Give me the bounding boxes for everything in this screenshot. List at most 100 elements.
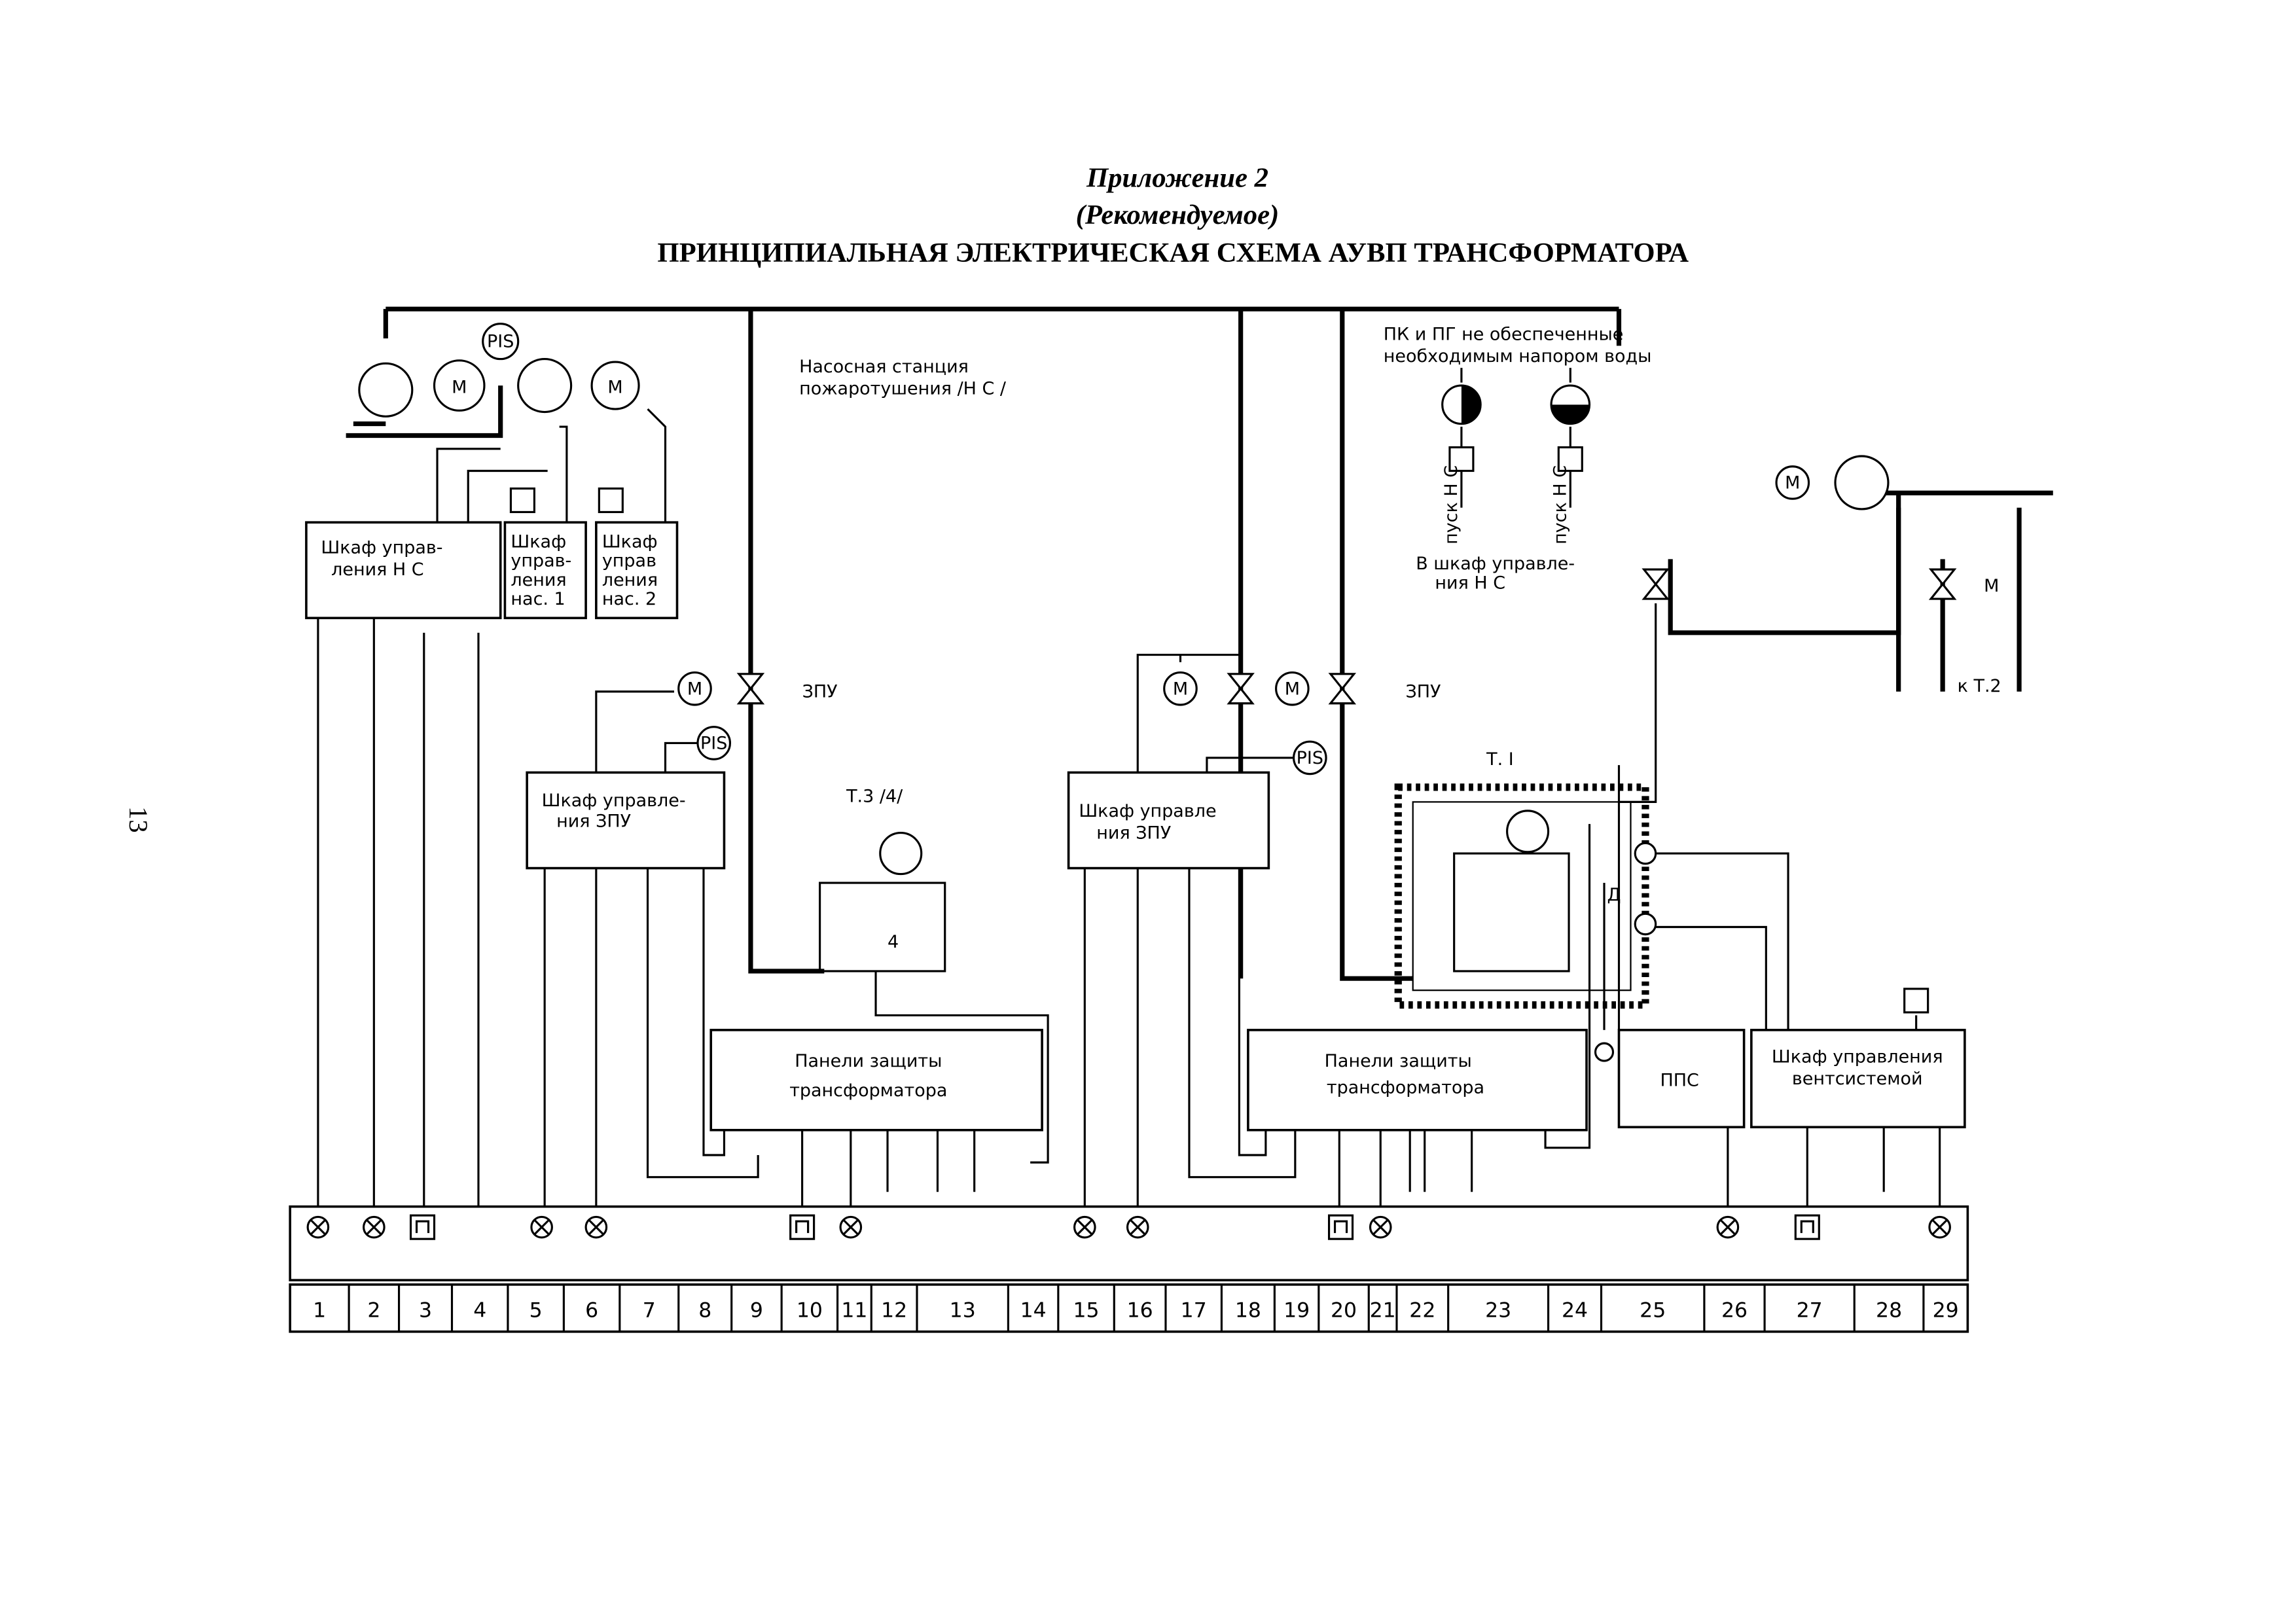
box-text: Шкаф: [511, 531, 566, 552]
terminal-number: 25: [1640, 1298, 1666, 1322]
protection-panel-left: Панели защиты трансформатора: [709, 1029, 1043, 1132]
terminal-number: 23: [1485, 1298, 1511, 1322]
valve-icon: [736, 673, 765, 705]
pps-box: ППС: [1617, 1029, 1746, 1129]
terminal-number: 13: [950, 1298, 976, 1322]
terminal-5: 5: [507, 1215, 553, 1332]
detector-label: Д: [1607, 885, 1621, 905]
box-text: ППС: [1660, 1070, 1698, 1090]
signal-lamp-cross: [1719, 1219, 1736, 1236]
transformer-t1-label: Т. I: [1486, 749, 1514, 770]
pipe: [1340, 309, 1413, 981]
signal-lamp-cross: [1931, 1219, 1948, 1236]
relay-contact: [415, 1220, 430, 1234]
to-t2-label: к Т.2: [1958, 676, 2001, 696]
recommended-label: (Рекомендуемое): [1076, 200, 1280, 230]
wires: [317, 368, 1941, 1207]
pump-icon: [358, 362, 414, 418]
wire: [1206, 757, 1295, 773]
box-text: вентсистемой: [1792, 1069, 1923, 1089]
terminal-number: 14: [1020, 1298, 1047, 1322]
terminal-22: 22: [1395, 1284, 1435, 1332]
pressure-switch-icon: [696, 726, 732, 760]
valve-icon: [1328, 673, 1357, 705]
wire: [702, 853, 726, 1156]
terminal-29: 29: [1922, 1215, 1959, 1332]
terminal-19: 19: [1273, 1284, 1310, 1332]
pump-station-label: пожаротушения /Н С /: [799, 379, 1007, 399]
transformer-t1-icon: [1453, 852, 1570, 972]
pipe: [748, 309, 825, 974]
to-cabinet-label: ния Н С: [1435, 573, 1505, 593]
terminal-25: 25: [1600, 1284, 1666, 1332]
box-text: ления Н С: [331, 560, 423, 580]
pump-station-label: Насосная станция: [799, 357, 969, 377]
to-cabinet-label: В шкаф управле-: [1416, 554, 1575, 574]
zpu-label: ЗПУ: [802, 682, 838, 702]
protection-panel-right: Панели защиты трансформатора: [1247, 1029, 1588, 1132]
terminal-number: 28: [1876, 1298, 1902, 1322]
pis-label: PIS: [700, 733, 727, 753]
terminal-15: 15: [1057, 1215, 1100, 1332]
terminal-1: 1: [306, 1215, 330, 1322]
pk-label: ПК и ПГ не обеспеченные: [1384, 324, 1624, 344]
pipe: [346, 385, 503, 438]
signal-lamp-cross: [533, 1219, 550, 1236]
terminal-16: 16: [1113, 1215, 1153, 1332]
pis-label: PIS: [487, 332, 514, 352]
page-number: 13: [124, 806, 153, 832]
terminal-28: 28: [1853, 1284, 1902, 1332]
terminal-27: 27: [1763, 1214, 1823, 1332]
wire: [1238, 868, 1267, 1156]
zpu-cabinet-right: Шкаф управле ния ЗПУ: [1067, 771, 1270, 870]
wire: [647, 408, 667, 523]
motor-icon: [1634, 842, 1657, 865]
terminal-number: 7: [643, 1298, 656, 1322]
terminal-number: 8: [698, 1298, 711, 1322]
wire: [559, 425, 568, 523]
terminal-3: 3: [397, 1214, 436, 1332]
signal-lamp-cross: [588, 1219, 605, 1236]
terminal-4: 4: [450, 1284, 486, 1332]
box-text: ния ЗПУ: [556, 812, 631, 832]
wire: [436, 448, 501, 523]
motor-icon: [1275, 671, 1310, 706]
terminal-12: 12: [870, 1284, 907, 1332]
signal-lamp-cross: [1372, 1219, 1389, 1236]
hydrant-fill: [1551, 404, 1590, 424]
signal-lamp-cross: [365, 1219, 382, 1236]
box-text: Шкаф: [602, 531, 658, 552]
box-text: ния ЗПУ: [1096, 823, 1171, 844]
motor-label: М: [1984, 576, 1999, 596]
terminal-number: 24: [1562, 1298, 1588, 1322]
motor-label: M: [1173, 679, 1188, 699]
wire: [874, 971, 1049, 1164]
box-text: ления: [602, 570, 658, 590]
relay-icon: [1903, 988, 1929, 1014]
terminal-18: 18: [1220, 1284, 1261, 1332]
motor-icon: [1775, 465, 1810, 500]
fan-icon: [1834, 455, 1890, 510]
relay-icon: [1794, 1214, 1820, 1240]
terminal-number: 4: [473, 1298, 486, 1322]
vent-cabinet: Шкаф управления вентсистемой: [1750, 1029, 1966, 1129]
terminal-6: 6: [562, 1215, 608, 1332]
relay-icon: [1557, 446, 1583, 473]
box-text: управ: [602, 551, 656, 571]
terminal-number: 10: [797, 1298, 823, 1322]
valve-icon: [1928, 568, 1957, 600]
relay-icon: [789, 1214, 816, 1240]
terminal-11: 11: [836, 1215, 867, 1332]
box-text: трансформатора: [789, 1080, 947, 1101]
relay-icon: [1448, 446, 1475, 473]
page-title: ПРИНЦИПИАЛЬНАЯ ЭЛЕКТРИЧЕСКАЯ СХЕМА АУВП …: [657, 238, 1689, 268]
motor-label: M: [1785, 473, 1800, 493]
terminal-number: 21: [1370, 1298, 1396, 1322]
terminal-number: 16: [1127, 1298, 1153, 1322]
motor-icon: [433, 359, 486, 412]
pipes: [346, 306, 2053, 981]
motor-label: M: [1285, 679, 1300, 699]
terminal-number: 26: [1721, 1298, 1748, 1322]
